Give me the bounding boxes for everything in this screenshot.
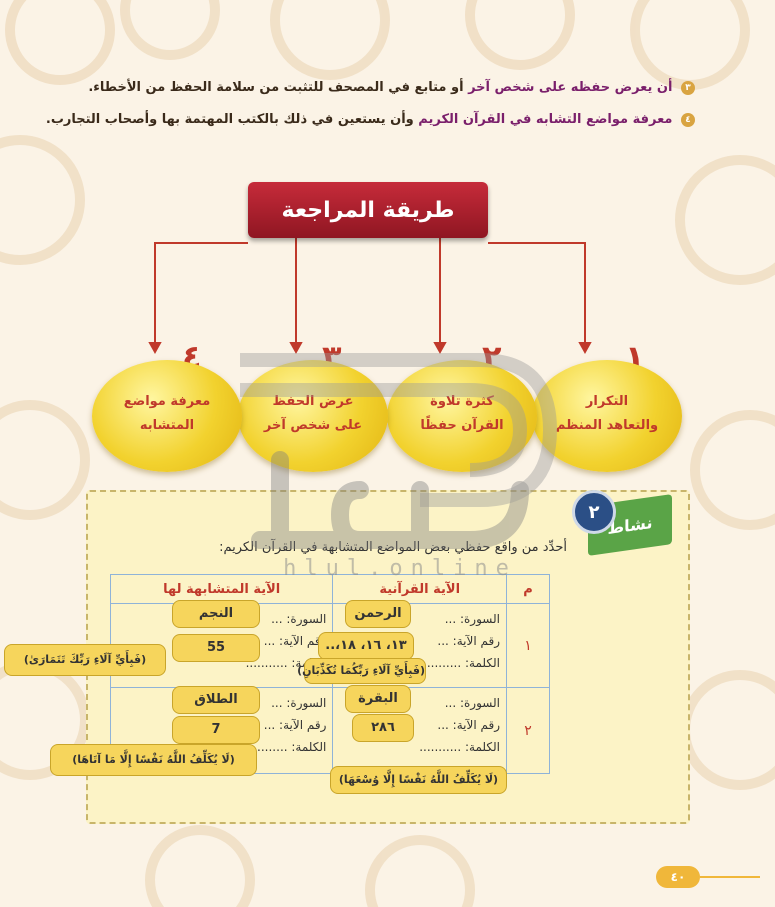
step-4-line2: المتشابه	[108, 414, 226, 438]
table-header-row: م الآية القرآنية الآية المتشابهة لها	[111, 575, 550, 604]
activity-number: ٢	[572, 490, 616, 534]
row-2-ayah-answer[interactable]: ٢٨٦	[352, 714, 414, 742]
point-3-highlight: أن يعرض حفظه على شخص آخر	[468, 80, 672, 95]
step-2-line1: كثرة تلاوة	[403, 390, 521, 414]
row-1-surah-answer[interactable]: الرحمن	[345, 600, 411, 628]
row-2-similar-surah-answer[interactable]: الطلاق	[172, 686, 260, 714]
point-4-highlight: معرفة مواضع التشابه في القرآن الكريم	[418, 112, 672, 127]
row-1-ayah-answer[interactable]: ١٣، ١٦، ١٨،..	[318, 632, 414, 660]
step-3-line2: على شخص آخر	[254, 414, 372, 438]
page-number: ٤٠	[656, 866, 700, 888]
row-1-similar-ayah-answer[interactable]: 55	[172, 634, 260, 662]
point-4-number: ٤	[681, 113, 695, 127]
step-3-line1: عرض الحفظ	[254, 390, 372, 414]
step-1-line1: التكرار	[548, 390, 666, 414]
point-3-number: ٣	[681, 81, 695, 95]
point-4: ٤ معرفة مواضع التشابه في القرآن الكريم و…	[46, 112, 695, 127]
step-2-line2: القرآن حفظًا	[403, 414, 521, 438]
point-4-text: وأن يستعين في ذلك بالكتب المهتمة بها وأص…	[46, 112, 414, 127]
point-3: ٣ أن يعرض حفظه على شخص آخر أو متابع في ا…	[88, 80, 695, 95]
row-2-similar-ayah-answer[interactable]: 7	[172, 716, 260, 744]
row-1-similar-word-answer[interactable]: (فَبِأَيِّ آلَاءِ رَبِّكَ تَتَمَارَىٰ)	[4, 644, 166, 676]
step-4-line1: معرفة مواضع	[108, 390, 226, 414]
row-1-word-answer[interactable]: (فَبِأَيِّ آلَاءِ رَبِّكُمَا تُكَذِّبَان…	[304, 658, 426, 684]
review-method-title: طريقة المراجعة	[248, 182, 488, 238]
row-1-similar-surah-answer[interactable]: النجم	[172, 600, 260, 628]
row-1-index: ١	[507, 604, 550, 688]
step-1-line2: والتعاهد المنظم	[548, 414, 666, 438]
row-2-word-answer[interactable]: (لَا يُكَلِّفُ اللَّهُ نَفْسًا إِلَّا وُ…	[330, 766, 507, 794]
row-2-similar-word-answer[interactable]: (لَا يُكَلِّفُ اللَّهُ نَفْسًا إِلَّا مَ…	[50, 744, 257, 776]
page-line	[700, 876, 760, 878]
row-2-index: ٢	[507, 688, 550, 774]
point-3-text: أو متابع في المصحف للتثبت من سلامة الحفظ…	[88, 80, 463, 95]
header-index: م	[507, 575, 550, 604]
row-2-surah-answer[interactable]: البقرة	[345, 685, 411, 713]
activity-instruction: أحدِّد من واقع حفظي بعض المواضع المتشابه…	[219, 540, 567, 555]
